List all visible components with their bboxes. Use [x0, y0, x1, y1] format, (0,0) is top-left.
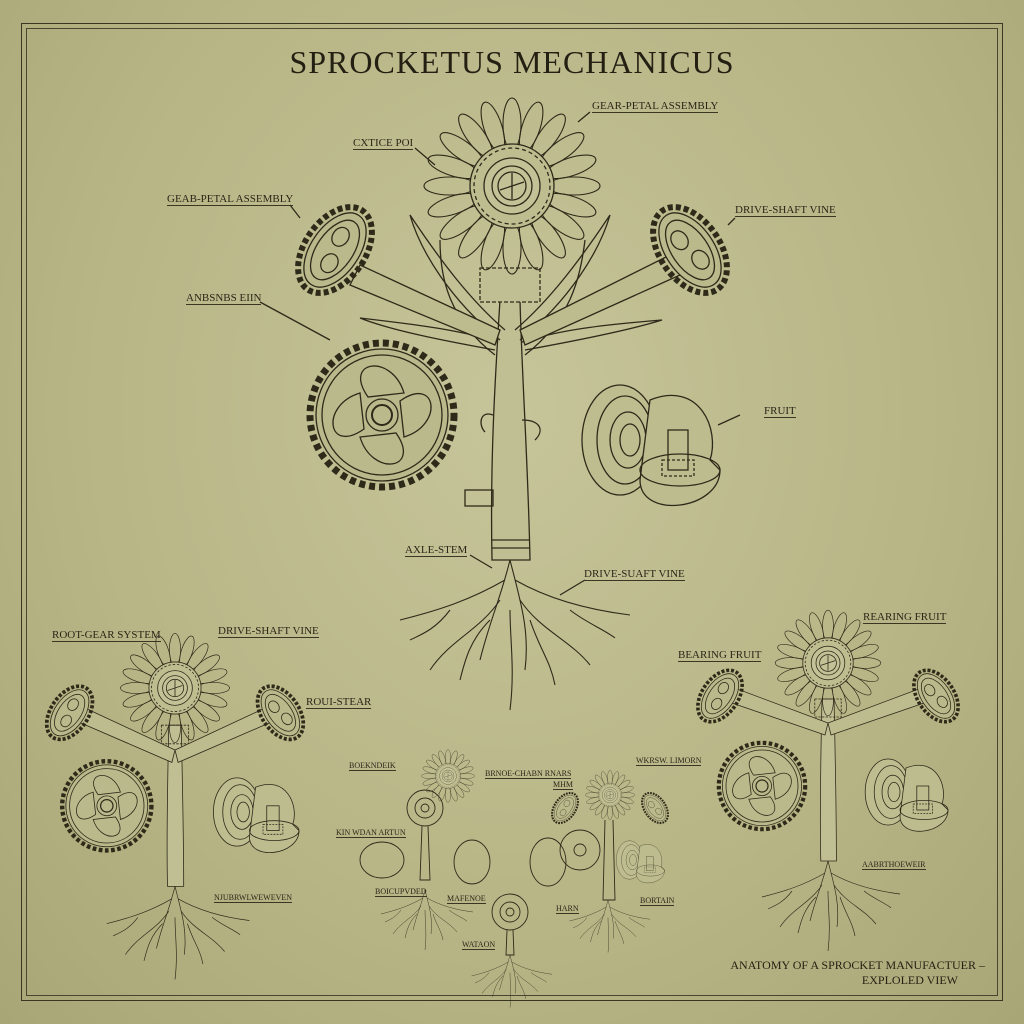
label-anbsnbs-eiin: ANBSNBS EIIN: [186, 292, 262, 305]
label-gear-petal-assembly-top: GEAR-PETAL ASSEMBLY: [592, 100, 719, 113]
label-axle-stem: AXLE-STEM: [405, 544, 468, 557]
label-center-j: BORTAIN: [640, 896, 675, 906]
main-specimen: [259, 97, 742, 711]
label-left-drive-shaft-vine: DRIVE-SHAFT VINE: [218, 625, 319, 638]
left-specimen: [35, 633, 315, 980]
caption-line-1: ANATOMY OF A SPROCKET MANUFACTUER –: [730, 958, 985, 972]
label-drive-shaft-vine-right: DRIVE-SHAFT VINE: [735, 204, 836, 217]
label-center-f: BOICUPVDED: [375, 887, 427, 897]
label-center-b: BRNOE-CHABN RNARS: [485, 769, 572, 779]
inner-border: [26, 28, 998, 996]
label-gear-petal-assembly-left: GEAB-PETAL ASSEMBLY: [167, 193, 294, 206]
label-cxtice-poi: CXTICE POI: [353, 137, 414, 150]
right-specimen: [686, 609, 970, 952]
label-center-i: WATAON: [462, 940, 496, 950]
label-left-bottom: NJUBRWLWEWEVEN: [214, 893, 293, 903]
label-center-e: KIN WDAN ARTUN: [336, 828, 406, 838]
center-studies: [359, 749, 675, 1008]
label-drive-shaft-vine-bottom: DRIVE-SUAFT VINE: [584, 568, 685, 581]
label-right-bottom: AABRTHOEWEIR: [862, 860, 926, 870]
outer-border: [21, 23, 1003, 1001]
page-title: SPROCKETUS MECHANICUS: [289, 44, 735, 80]
caption-line-2: EXPLOLED VIEW: [861, 973, 958, 987]
label-fruit: FRUIT: [764, 405, 796, 418]
label-center-c: MHM: [553, 780, 574, 790]
label-center-h: HARN: [556, 904, 579, 914]
label-center-a: BOEKNDEIK: [349, 761, 396, 771]
label-root-stear: ROUI-STEAR: [306, 696, 372, 709]
label-rearing-fruit: REARING FRUIT: [863, 611, 947, 624]
label-center-d: WKRSW. LIMORN: [636, 756, 702, 766]
label-bearing-fruit: BEARING FRUIT: [678, 649, 762, 662]
label-center-g: MAFENOE: [447, 894, 486, 904]
label-root-gear-system: ROOT-GEAR SYSTEM: [52, 629, 161, 642]
